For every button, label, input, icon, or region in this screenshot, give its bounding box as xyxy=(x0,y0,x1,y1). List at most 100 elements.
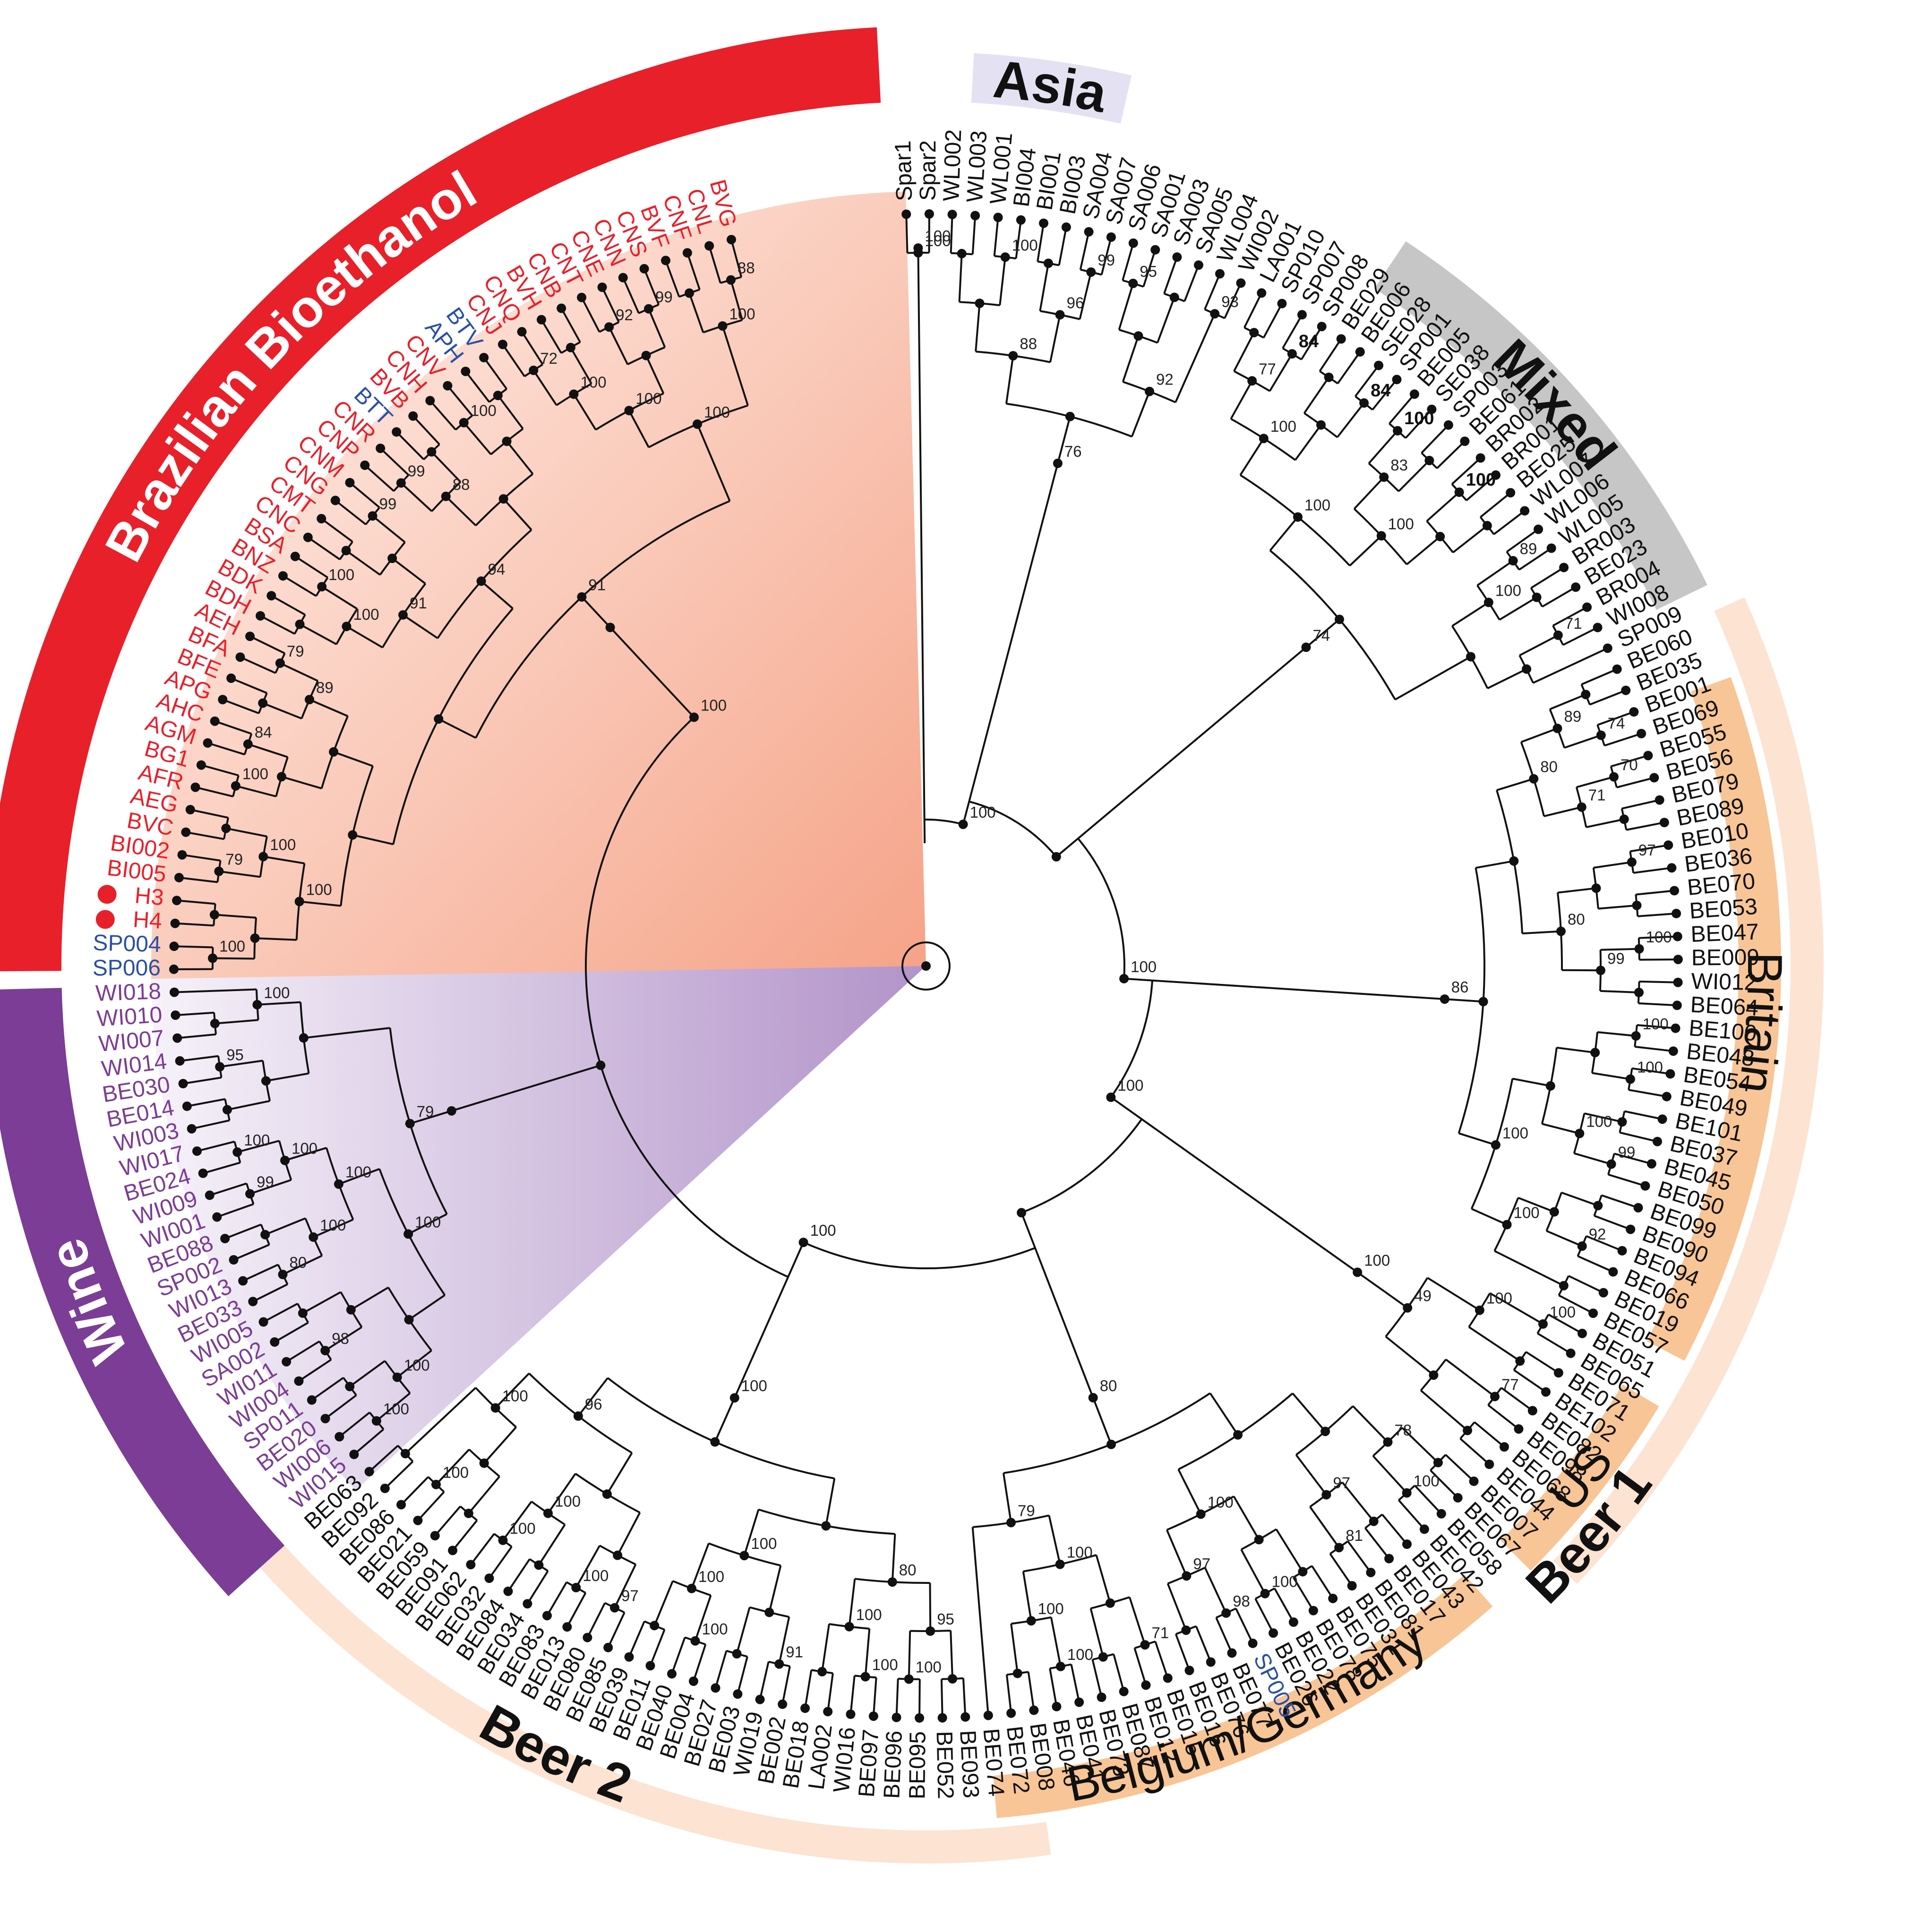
belgium-germany-band xyxy=(993,1574,1493,1818)
branch xyxy=(1589,689,1626,706)
leaf-node xyxy=(1436,1509,1446,1519)
branch xyxy=(216,1203,254,1218)
branch xyxy=(176,899,215,905)
leaf-node xyxy=(461,367,471,376)
branch xyxy=(1021,1119,1143,1214)
branch xyxy=(1406,536,1441,565)
internal-node xyxy=(493,391,503,401)
branch xyxy=(1275,1529,1304,1573)
leaf-label: BE074 xyxy=(978,1727,1009,1797)
branch xyxy=(1574,1152,1612,1165)
internal-node xyxy=(817,1667,827,1676)
branch xyxy=(1475,860,1514,869)
branch xyxy=(1240,1549,1266,1594)
branch xyxy=(195,786,233,798)
leaf-node xyxy=(1673,977,1683,987)
leaf-node xyxy=(330,496,340,505)
leaf-label: BE096 xyxy=(879,1730,907,1799)
branch xyxy=(219,870,261,878)
branch xyxy=(1166,1583,1187,1631)
bootstrap-label: 94 xyxy=(488,560,506,578)
branch xyxy=(446,385,473,417)
branch xyxy=(1561,969,1601,972)
branch xyxy=(445,496,477,526)
branch xyxy=(917,248,926,844)
leaf-node xyxy=(1288,1617,1298,1627)
leaf-node xyxy=(448,1546,458,1556)
bioethanol-band xyxy=(0,27,881,972)
branch xyxy=(1637,1024,1676,1029)
internal-node xyxy=(329,747,339,757)
internal-node xyxy=(1508,556,1518,565)
bootstrap-label: 100 xyxy=(970,804,996,821)
branch xyxy=(526,1570,549,1605)
branch xyxy=(1458,1132,1496,1146)
branch xyxy=(1597,1031,1636,1037)
branch xyxy=(1368,430,1398,464)
branch xyxy=(1003,1473,1012,1523)
branch xyxy=(1452,525,1488,554)
leaf-label: H3 xyxy=(134,883,165,910)
branch xyxy=(1635,1045,1674,1052)
branch xyxy=(950,214,953,253)
branch xyxy=(532,369,557,406)
bootstrap-label: 70 xyxy=(1620,756,1638,774)
branch xyxy=(1533,647,1608,684)
branch xyxy=(480,580,514,609)
branch xyxy=(468,1476,500,1514)
internal-node xyxy=(1196,1509,1206,1519)
clade-shading xyxy=(151,191,926,1491)
bootstrap-label: 100 xyxy=(1364,1251,1390,1269)
internal-node xyxy=(1335,615,1344,624)
internal-node xyxy=(498,1535,508,1545)
leaf-node xyxy=(218,695,228,704)
leaf-node xyxy=(1184,1666,1194,1676)
internal-node xyxy=(1402,1488,1412,1498)
internal-node xyxy=(404,1315,414,1325)
internal-node xyxy=(798,1238,808,1248)
branch xyxy=(464,370,490,403)
branch xyxy=(417,1491,445,1522)
leaf-node xyxy=(466,1560,476,1570)
bootstrap-label: 96 xyxy=(1067,294,1084,311)
branch xyxy=(585,716,695,1066)
branch xyxy=(733,1242,805,1399)
branch xyxy=(235,785,276,797)
branch xyxy=(971,1527,989,1716)
internal-node xyxy=(1552,724,1562,733)
leaf-node xyxy=(682,248,692,258)
branch xyxy=(730,280,744,321)
branch xyxy=(231,677,267,694)
internal-node xyxy=(243,739,253,749)
branch xyxy=(566,1592,587,1628)
leaf-node xyxy=(800,1703,810,1713)
branch xyxy=(197,1140,235,1152)
leaf-node xyxy=(425,396,435,406)
leaf-node xyxy=(203,738,213,748)
leaf-label: WI012 xyxy=(1691,969,1757,995)
branch xyxy=(483,1426,517,1464)
leaf-node xyxy=(542,1611,552,1621)
bootstrap-label: 92 xyxy=(1156,371,1174,388)
leaf-label: BE053 xyxy=(1689,894,1758,924)
leaf-node xyxy=(1672,908,1681,918)
branch xyxy=(1195,1625,1212,1663)
bootstrap-label: 100 xyxy=(741,1377,767,1394)
branch xyxy=(321,586,358,610)
branch xyxy=(488,1546,513,1579)
branch xyxy=(249,635,285,654)
bootstrap-label: 100 xyxy=(1067,1646,1093,1663)
internal-node xyxy=(1590,1048,1600,1058)
branch xyxy=(412,415,440,445)
branch xyxy=(546,1582,568,1616)
leaf-node xyxy=(364,1467,374,1477)
bootstrap-label: 83 xyxy=(1390,456,1408,474)
internal-node xyxy=(913,243,923,253)
branch xyxy=(391,557,426,585)
leaf-node xyxy=(258,1317,268,1327)
leaf-node xyxy=(282,1357,291,1367)
branch xyxy=(1421,424,1449,454)
leaf-node xyxy=(1172,252,1182,262)
branch xyxy=(497,394,524,429)
